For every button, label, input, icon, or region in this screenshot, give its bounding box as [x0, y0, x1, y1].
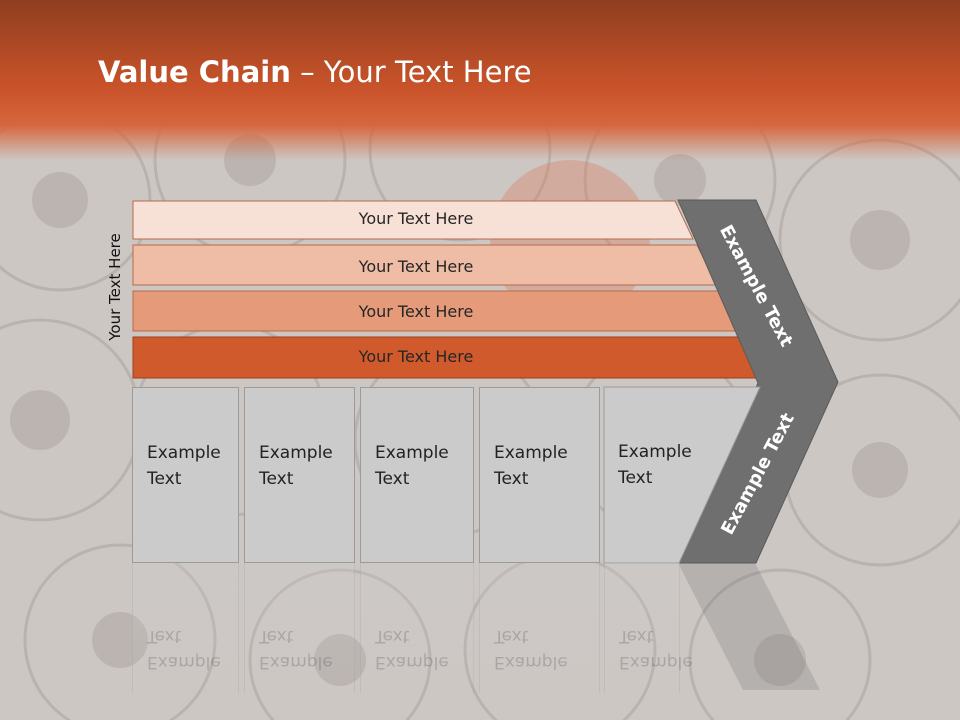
box-4-reflection-text: Example Text — [494, 623, 568, 675]
chevron-reflection — [678, 563, 820, 690]
box-2-reflection-line1: Example — [259, 652, 333, 672]
box-3-reflection-text: Example Text — [375, 623, 449, 675]
box-5-line2: Text — [618, 468, 653, 488]
box-3-reflection: Example Text — [360, 563, 474, 693]
box-2-line2: Text — [259, 469, 294, 489]
band-1[interactable] — [132, 200, 694, 240]
box-3-reflection-line2: Text — [375, 626, 410, 646]
box-5-reflection-text: Example Text — [619, 623, 693, 675]
box-1-line1: Example — [147, 443, 221, 463]
box-4-line1: Example — [494, 443, 568, 463]
box-1-reflection: Example Text — [132, 563, 239, 693]
box-2-reflection: Example Text — [244, 563, 355, 693]
band-label-3: Your Text Here — [358, 302, 474, 321]
title-bold: Value Chain — [98, 55, 291, 89]
box-2-reflection-line2: Text — [259, 626, 294, 646]
band-label-2: Your Text Here — [358, 257, 474, 276]
band-label-4: Your Text Here — [358, 347, 474, 366]
box-3-line1: Example — [375, 443, 449, 463]
box-5-reflection: Example Text — [604, 563, 693, 693]
title-rest: – Your Text Here — [290, 55, 532, 89]
box-4-reflection-line1: Example — [494, 652, 568, 672]
box-5-line1: Example — [618, 442, 692, 462]
box-4-line2: Text — [494, 469, 529, 489]
box-4-reflection-line2: Text — [494, 626, 529, 646]
box-3-line2: Text — [375, 469, 410, 489]
box-4-reflection: Example Text — [479, 563, 600, 693]
header-band — [0, 0, 960, 160]
box-3-reflection-line1: Example — [375, 652, 449, 672]
box-5-reflection-line2: Text — [619, 626, 654, 646]
box-1-reflection-line2: Text — [147, 626, 182, 646]
box-1-reflection-line1: Example — [147, 652, 221, 672]
band-label-1: Your Text Here — [358, 209, 474, 228]
box-1-line2: Text — [147, 469, 182, 489]
chevron-arrow[interactable] — [677, 199, 839, 564]
box-2-line1: Example — [259, 443, 333, 463]
slide-title: Value Chain – Your Text Here — [98, 55, 532, 89]
box-1-reflection-text: Example Text — [147, 623, 221, 675]
box-5-shape[interactable] — [603, 386, 761, 564]
box-2-reflection-text: Example Text — [259, 623, 333, 675]
box-5-reflection-line1: Example — [619, 652, 693, 672]
